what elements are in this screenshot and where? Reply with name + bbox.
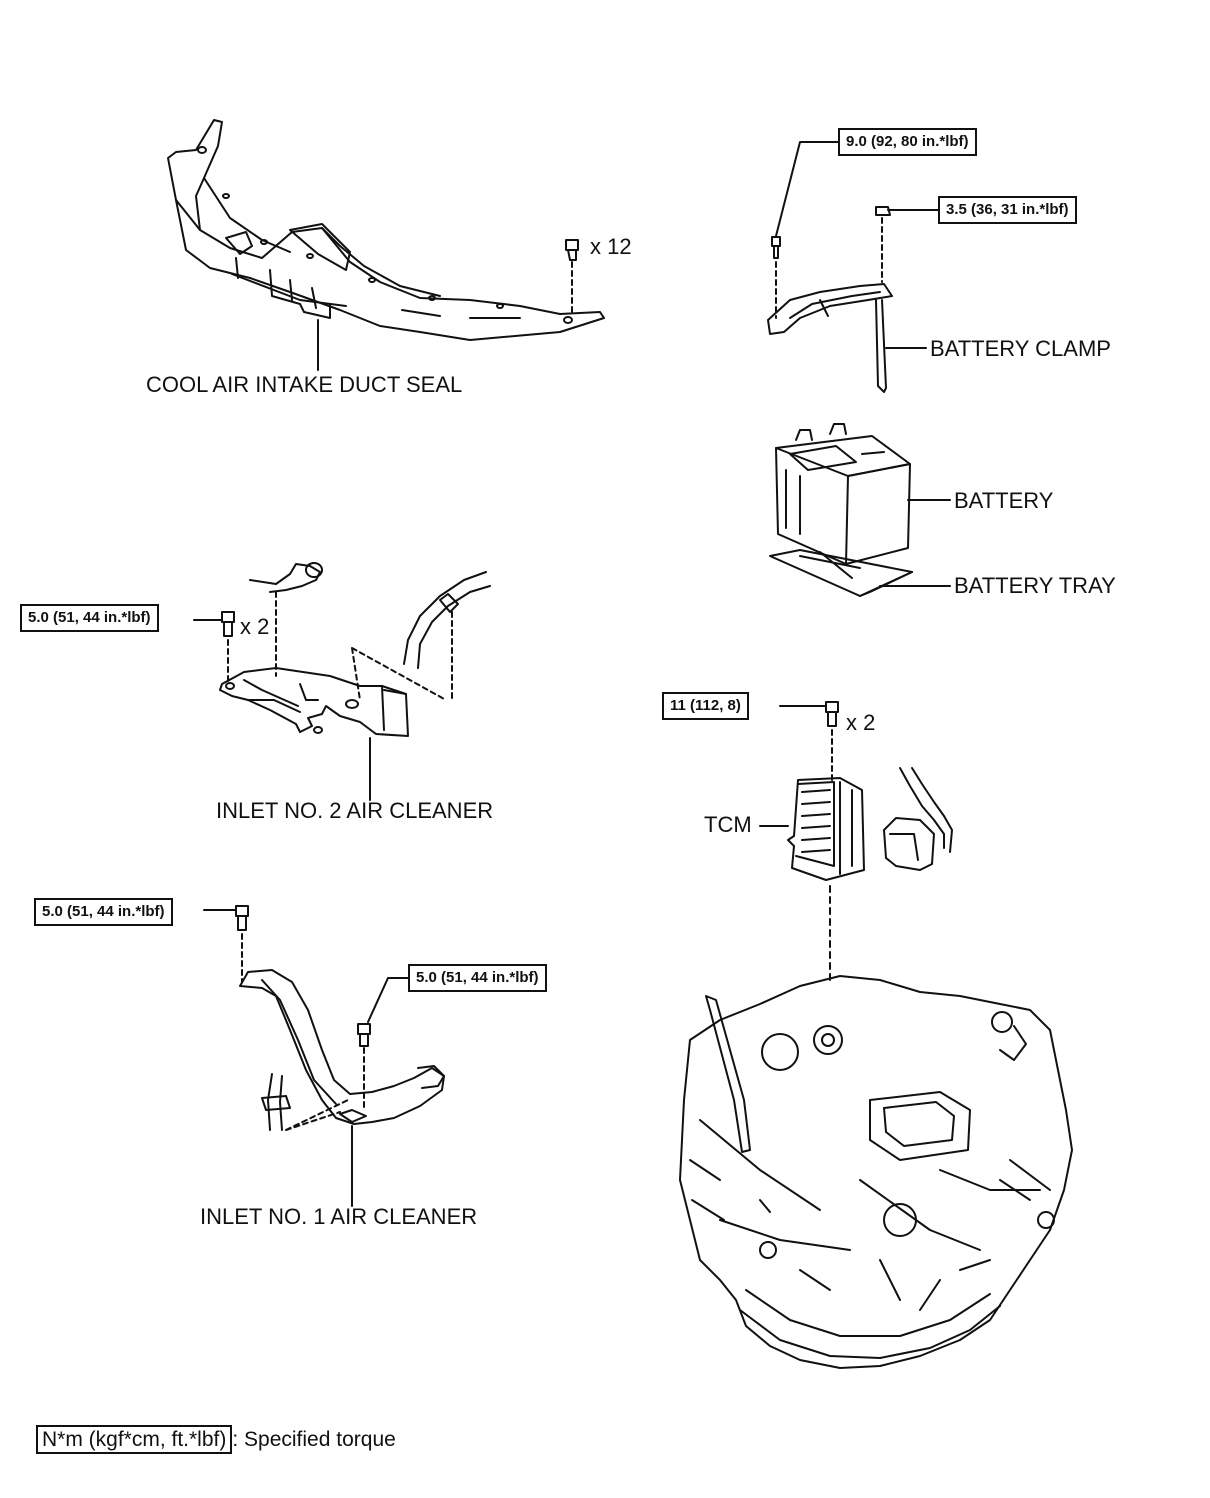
battery-label: BATTERY (954, 488, 1054, 513)
legend-description: : Specified torque (232, 1428, 396, 1451)
torque-box-inlet1-upper-bolt: 5.0 (51, 44 in.*lbf) (34, 898, 173, 926)
inlet-no1-air-cleaner-label: INLET NO. 1 AIR CLEANER (200, 1204, 478, 1229)
cool-air-intake-duct-seal-part (167, 119, 605, 371)
inlet-no2-air-cleaner-label: INLET NO. 2 AIR CLEANER (216, 798, 494, 823)
torque-box-battery-clamp-nut: 3.5 (36, 31 in.*lbf) (938, 196, 1077, 224)
tcm-part (759, 701, 953, 983)
battery-clamp-label: BATTERY CLAMP (930, 336, 1111, 361)
torque-box-tcm-bolt: 11 (112, 8) (662, 692, 749, 720)
transaxle-part (679, 975, 1073, 1369)
torque-legend: N*m (kgf*cm, ft.*lbf): Specified torque (36, 1425, 396, 1454)
inlet-no2-air-cleaner-part (193, 562, 491, 801)
torque-box-inlet1-lower-bolt: 5.0 (51, 44 in.*lbf) (408, 964, 547, 992)
cool-air-intake-duct-seal-label: COOL AIR INTAKE DUCT SEAL (146, 372, 463, 397)
inlet-no1-air-cleaner-part (203, 905, 445, 1207)
legend-torque-box: N*m (kgf*cm, ft.*lbf) (36, 1425, 233, 1454)
torque-box-battery-clamp-bolt: 9.0 (92, 80 in.*lbf) (838, 128, 977, 156)
battery-tray-part (769, 549, 951, 597)
battery-clamp-part (767, 141, 939, 393)
battery-tray-label: BATTERY TRAY (954, 573, 1116, 598)
tcm-label: TCM (704, 812, 752, 837)
inlet2-bolt-quantity: x 2 (240, 614, 270, 639)
duct-seal-clip-quantity: x 12 (590, 234, 632, 259)
tcm-bolt-quantity: x 2 (846, 710, 876, 735)
torque-box-inlet2-bolt: 5.0 (51, 44 in.*lbf) (20, 604, 159, 632)
battery-part (775, 423, 951, 565)
